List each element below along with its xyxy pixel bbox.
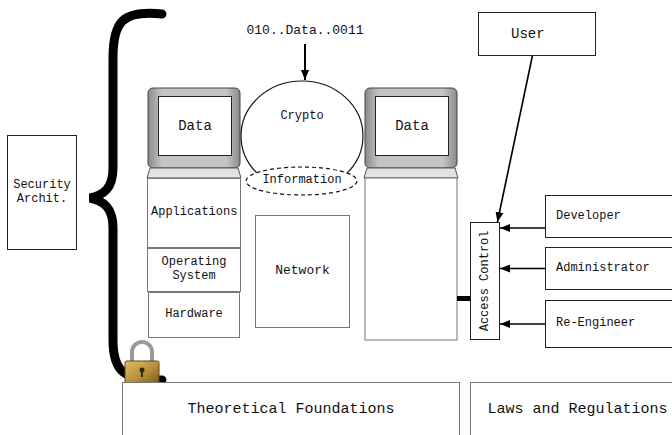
node-text: Network	[275, 264, 330, 279]
node-text: Operating System	[151, 256, 237, 284]
data-arrow	[304, 44, 306, 80]
data-label: 010..Data..0011	[240, 24, 370, 39]
access-arrow	[500, 323, 545, 325]
actor-box: Re-Engineer	[545, 300, 672, 348]
node-text: Data	[178, 118, 212, 134]
monitor-base	[147, 168, 241, 178]
layer-box: Applications	[147, 178, 241, 248]
crypto-ellipse: Information Crypto	[240, 80, 364, 192]
node-text: Crypto	[280, 110, 323, 124]
architecture-box: Security Archit.	[7, 135, 77, 250]
monitor-bezel	[148, 88, 240, 168]
node-text: Re-Engineer	[556, 317, 635, 331]
node-text: User	[511, 26, 545, 42]
monitor-screen: Data	[158, 96, 232, 156]
connector-bar	[457, 296, 470, 301]
monitor-screen: Data	[375, 96, 449, 156]
node-text: Developer	[556, 210, 621, 224]
node-text: Hardware	[165, 308, 223, 322]
access-control-box: Access Control	[470, 222, 500, 340]
node-text: Security Archit.	[11, 179, 73, 207]
layer-box: Operating System	[147, 248, 241, 292]
access-arrow	[500, 268, 545, 270]
ellipse-shape	[246, 167, 357, 195]
node-text: Laws and Regulations	[487, 401, 667, 418]
access-arrow	[500, 227, 545, 229]
foundation-band: Theoretical Foundations	[122, 382, 460, 435]
network-box: Network	[255, 215, 350, 328]
node-text: Theoretical Foundations	[187, 401, 394, 418]
node-text: Access Control	[478, 231, 492, 332]
access-arrow	[497, 56, 532, 222]
monitor-base	[364, 168, 458, 178]
padlock-icon	[125, 342, 159, 383]
monitor-bezel	[365, 88, 457, 168]
foundation-band: Laws and Regulations	[470, 382, 672, 435]
node-text: Applications	[151, 206, 237, 220]
node-text: Information	[262, 174, 341, 188]
layer-box: Hardware	[148, 292, 240, 338]
node-text: Administrator	[556, 262, 650, 276]
actor-box: User	[478, 12, 596, 56]
computer-body	[365, 178, 457, 340]
information-ellipse: Information	[245, 166, 358, 196]
actor-box: Developer	[545, 195, 672, 238]
actor-box: Administrator	[545, 247, 672, 290]
node-text: Data	[395, 118, 429, 134]
